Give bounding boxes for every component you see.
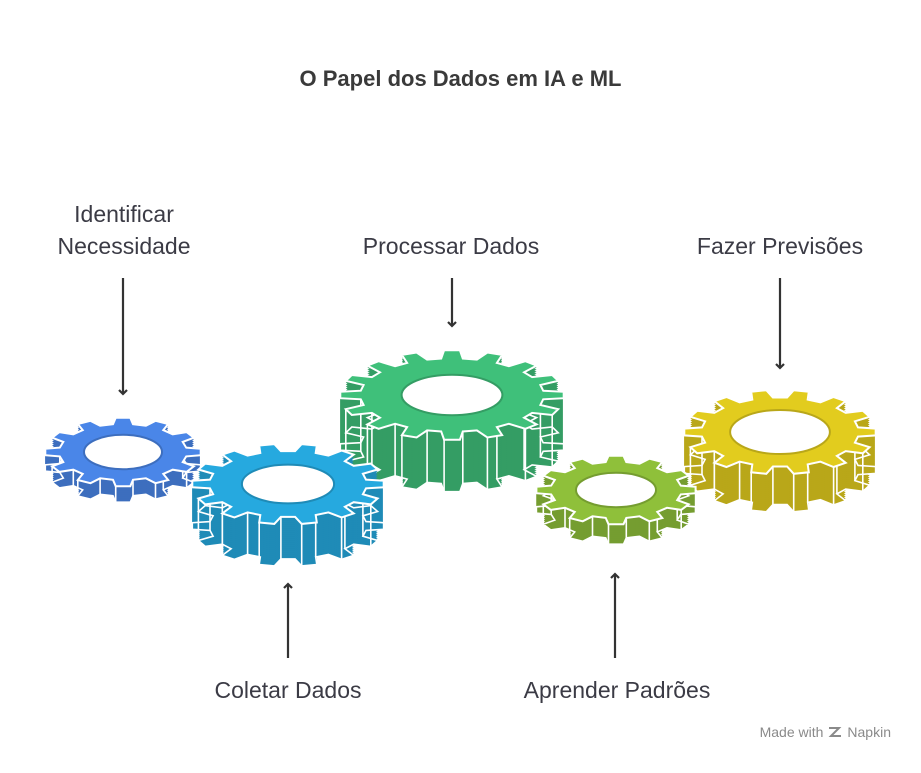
gear-identificar-necessidade <box>44 416 202 504</box>
gear-processar-dados <box>339 349 565 493</box>
label-fazer-previsoes: Fazer Previsões <box>696 233 864 259</box>
gear-coletar-dados <box>191 443 385 567</box>
label-coletar-dados: Coletar Dados <box>214 677 362 703</box>
napkin-watermark: Made with Napkin <box>760 724 891 740</box>
gear-fazer-previsoes <box>683 389 877 513</box>
label-identificar-necessidade: Identificar Necessidade <box>57 201 191 259</box>
napkin-logo-icon <box>828 727 842 737</box>
label-aprender-padroes: Aprender Padrões <box>523 677 711 703</box>
gear-aprender-padroes <box>535 454 697 546</box>
label-processar-dados: Processar Dados <box>362 233 540 259</box>
watermark-prefix: Made with <box>759 724 824 740</box>
watermark-brand: Napkin <box>847 724 891 740</box>
diagram-title: O Papel dos Dados em IA e ML <box>299 66 622 91</box>
